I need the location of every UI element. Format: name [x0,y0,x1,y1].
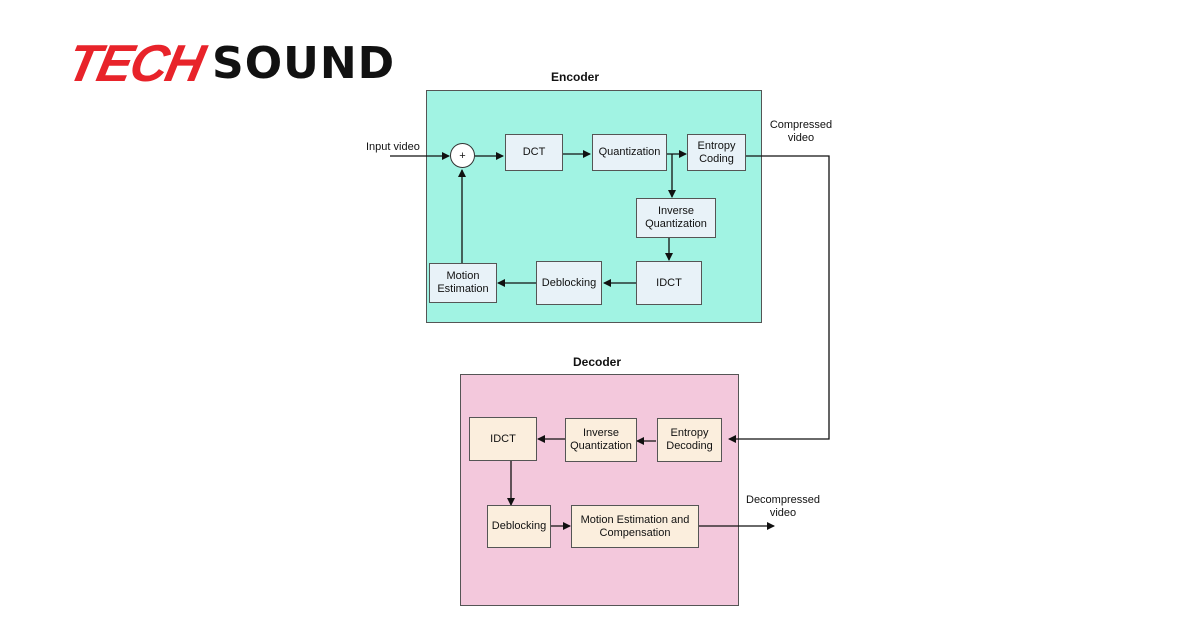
logo-sound-text: SOUND [212,38,396,89]
decompressed-video-label: Decompressed video [746,494,820,519]
idct-block: IDCT [636,261,702,305]
entropy-coding-label: Entropy Coding [697,139,736,165]
entropy-decoding-label: Entropy Decoding [666,427,713,452]
dec-idct-label: IDCT [490,432,516,445]
techsound-logo: TECH SOUND [62,34,396,94]
dct-label: DCT [522,146,546,158]
dec-deblocking-label: Deblocking [491,520,547,532]
inverse-quantization-block: Inverse Quantization [636,198,716,238]
quantization-label: Quantization [598,146,661,158]
compressed-video-label: Compressed video [769,119,833,144]
motion-estimation-label: Motion Estimation [437,270,489,295]
inverse-quantization-label: Inverse Quantization [645,205,707,230]
dec-inverse-quantization-block: Inverse Quantization [565,418,637,462]
deblocking-label: Deblocking [541,276,597,289]
dec-idct-block: IDCT [469,417,537,461]
decoder-title: Decoder [572,355,622,369]
input-video-label: Input video [366,141,420,153]
idct-label: IDCT [656,276,682,289]
deblocking-block: Deblocking [536,261,602,305]
entropy-decoding-block: Entropy Decoding [657,418,722,462]
motion-compensation-block: Motion Estimation and Compensation [571,505,699,548]
dct-block: DCT [505,134,563,171]
dec-deblocking-block: Deblocking [487,505,551,548]
entropy-coding-block: Entropy Coding [687,134,746,171]
arrow-encoder-to-decoder [728,155,830,443]
decoder-panel [460,374,739,606]
encoder-title: Encoder [550,70,599,84]
quantization-block: Quantization [592,134,667,171]
motion-compensation-label: Motion Estimation and Compensation [580,513,690,539]
dec-inverse-quantization-label: Inverse Quantization [570,427,632,452]
summation-node: + [450,143,475,168]
motion-estimation-block: Motion Estimation [429,263,497,303]
